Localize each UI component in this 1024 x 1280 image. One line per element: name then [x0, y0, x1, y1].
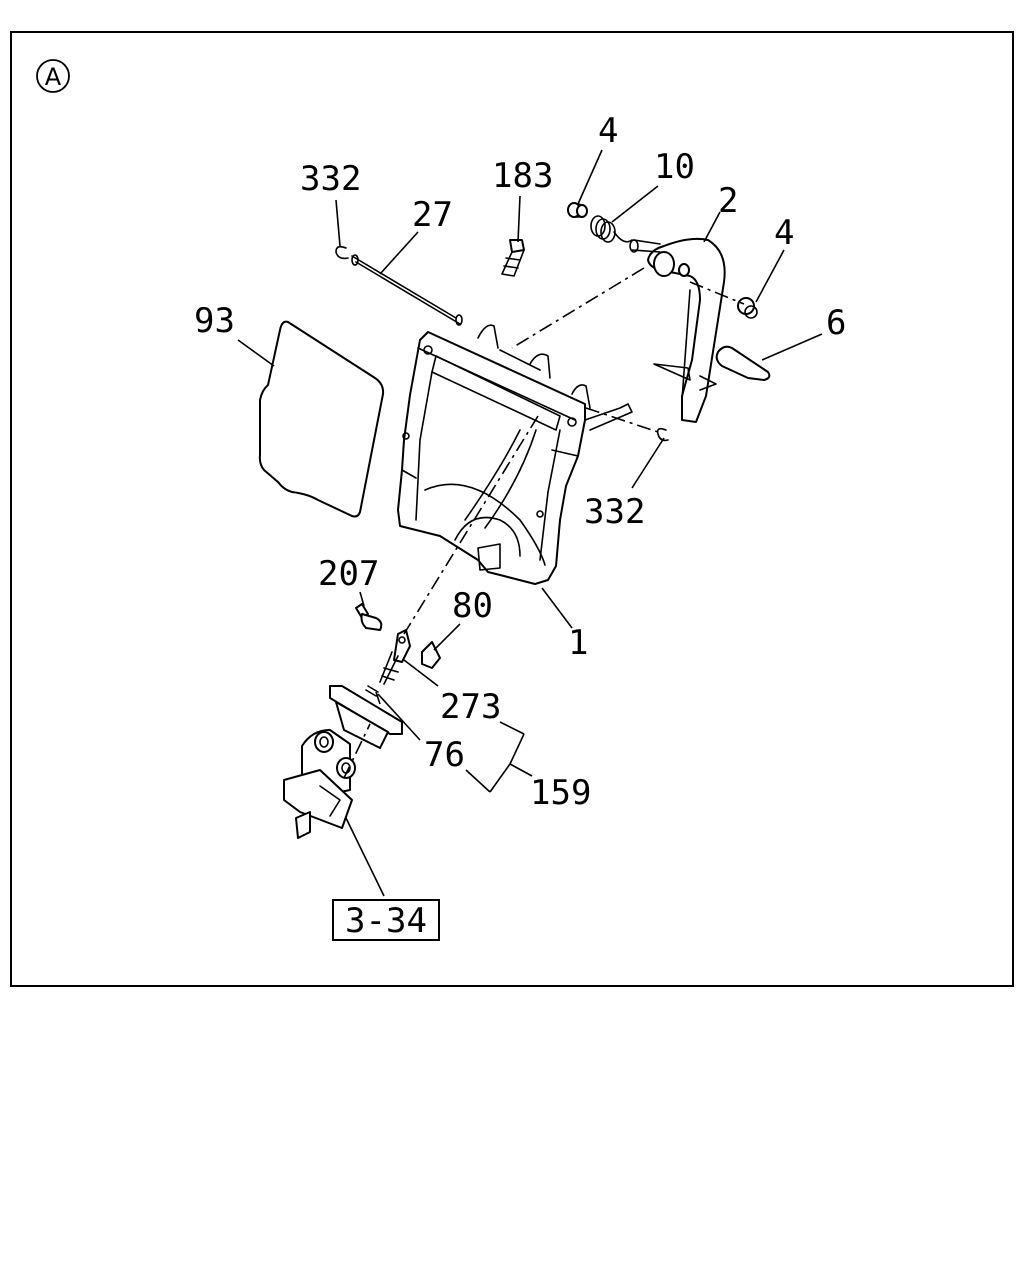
part-27-shaft [351, 254, 463, 326]
callout-159: 159 [530, 773, 591, 813]
section-marker-label: A [45, 63, 62, 91]
callout-27: 27 [412, 195, 453, 235]
callout-76: 76 [424, 735, 465, 775]
callout-10: 10 [654, 147, 695, 187]
callout-6: 6 [826, 303, 846, 343]
part-76-pin [365, 685, 379, 697]
assembly-lines [343, 267, 745, 779]
part-332-clip-mid [656, 427, 669, 442]
reference-box-label: 3-34 [345, 901, 427, 941]
callout-332-mid: 332 [584, 492, 645, 532]
part-6-pedal-pad [715, 345, 771, 381]
callout-207: 207 [318, 554, 379, 594]
callout-183: 183 [492, 156, 553, 196]
callout-273: 273 [440, 687, 501, 727]
part-183-bolt [501, 239, 525, 277]
part-93-cover [258, 320, 385, 518]
section-marker: A [36, 59, 70, 93]
part-332-clip-top [335, 245, 349, 260]
part-4-bush-right [737, 297, 758, 319]
callout-93: 93 [194, 301, 235, 341]
part-2-pedal-arm [629, 237, 726, 423]
part-1-bracket [397, 324, 633, 585]
part-159-master-cylinder [283, 685, 403, 839]
callout-332-top: 332 [300, 159, 361, 199]
diagram-frame [10, 31, 1014, 987]
callout-1: 1 [568, 623, 588, 663]
callout-4-right: 4 [774, 213, 794, 253]
reference-box: 3-34 [332, 899, 440, 941]
callout-80: 80 [452, 586, 493, 626]
callout-4-top: 4 [598, 111, 618, 151]
callout-2: 2 [718, 181, 738, 221]
part-207-bolt [355, 603, 383, 631]
callouts: 332 27 183 4 10 2 4 6 93 332 207 80 1 27… [194, 111, 846, 813]
leader-lines [237, 149, 823, 897]
part-10-spring [590, 215, 633, 243]
part-4-bush-top [567, 202, 588, 218]
part-80-clip [421, 641, 441, 669]
part-273-clevis [379, 629, 411, 685]
